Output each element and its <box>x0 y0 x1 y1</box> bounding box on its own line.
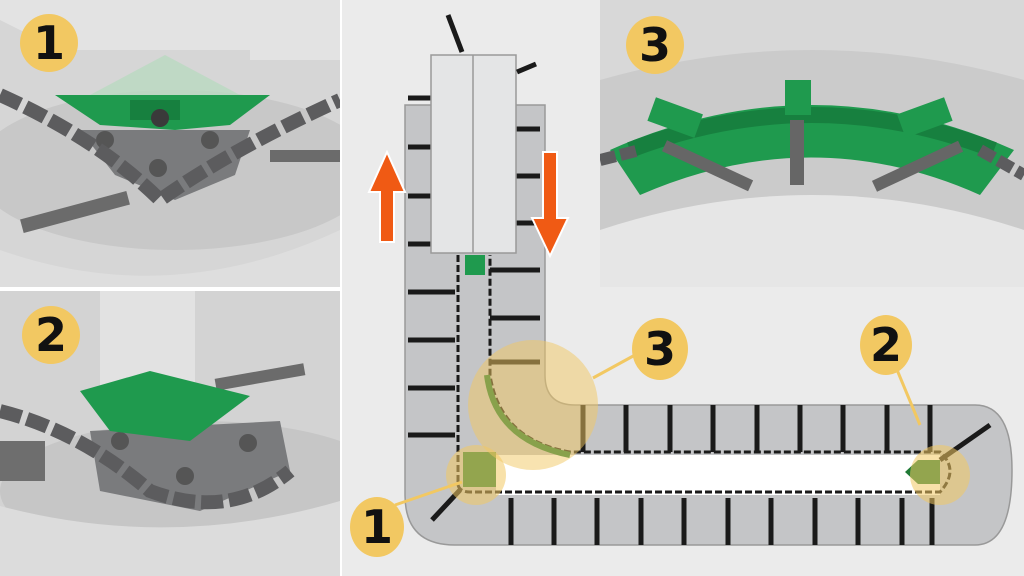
diagram-callout-3: 3 <box>632 318 688 380</box>
diagram-callout-1: 1 <box>350 497 404 557</box>
callout-badge-2: 2 <box>22 306 80 364</box>
callout-label: 1 <box>360 500 393 554</box>
callout-label: 3 <box>643 322 676 376</box>
conveyor-channel-drawing <box>394 14 1013 546</box>
photo-panel-3: 3 <box>600 0 1024 287</box>
callout-badge-1: 1 <box>20 14 78 72</box>
arrow-up-icon <box>367 150 407 243</box>
diagram-callout-2: 2 <box>860 315 912 375</box>
callout-label: 2 <box>869 318 902 372</box>
arrow-down-icon <box>530 151 570 259</box>
badge-label: 3 <box>638 18 671 72</box>
corner-wheel-illustration <box>0 0 340 287</box>
photo-panel-2: 2 <box>0 291 340 576</box>
photo-panel-1: 1 <box>0 0 340 287</box>
badge-label: 2 <box>34 308 67 362</box>
curved-guide-illustration <box>600 0 1024 287</box>
callout-badge-3: 3 <box>626 16 684 74</box>
badge-label: 1 <box>32 16 65 70</box>
